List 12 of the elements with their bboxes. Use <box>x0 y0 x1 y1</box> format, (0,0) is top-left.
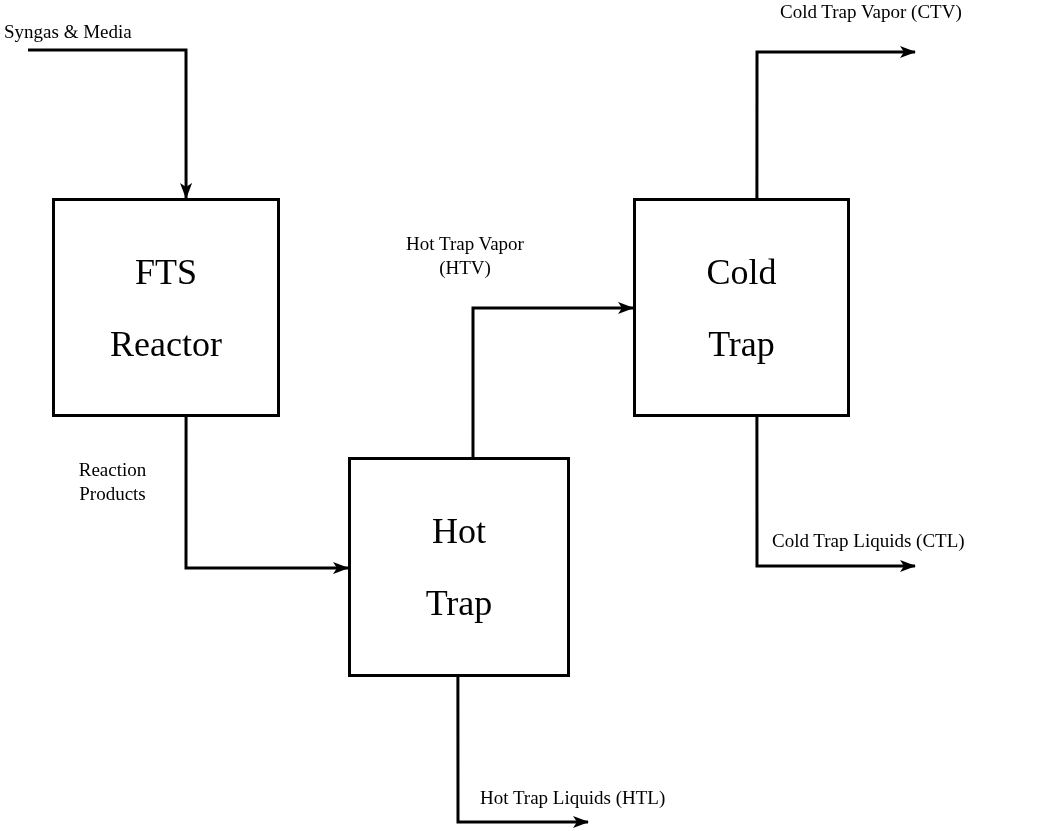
arrow <box>28 48 193 199</box>
process-box <box>633 198 850 417</box>
arrow <box>755 417 916 572</box>
arrow <box>456 677 589 828</box>
arrow <box>184 417 349 575</box>
process-box <box>348 457 570 677</box>
arrow <box>755 46 916 198</box>
process-box <box>52 198 280 417</box>
box-label: Cold Trap <box>705 250 778 366</box>
arrow <box>471 301 634 457</box>
box-label: FTS Reactor <box>109 250 223 366</box>
box-label: Hot Trap <box>424 510 494 625</box>
